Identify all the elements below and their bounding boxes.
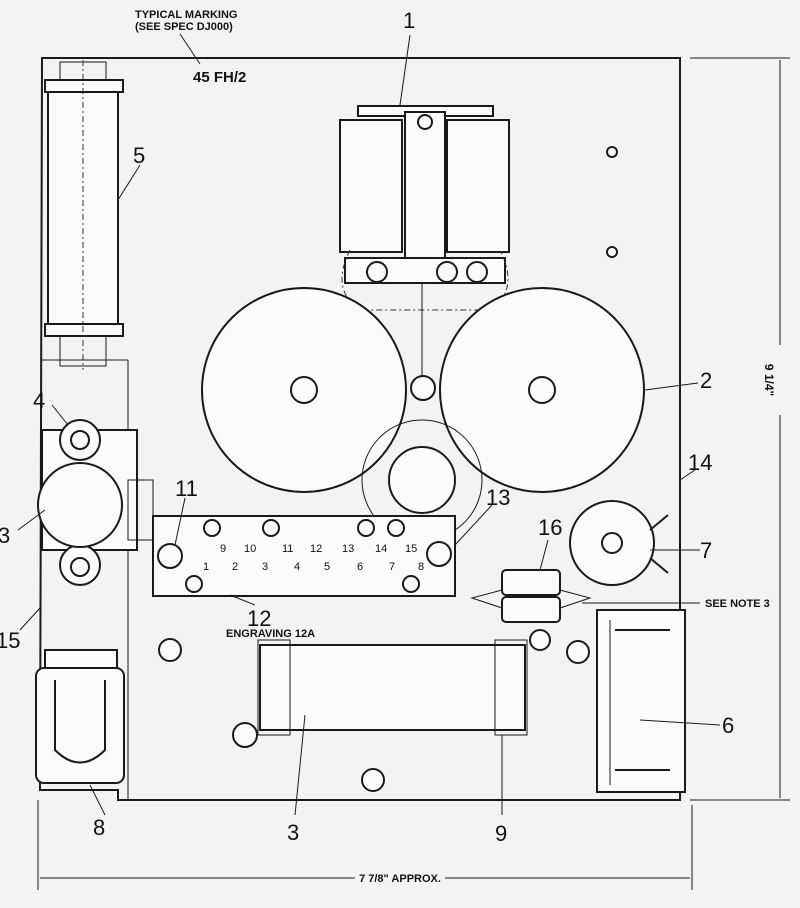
terminal-4: 4	[294, 561, 300, 573]
callout-8: 8	[93, 815, 105, 840]
terminal-9: 9	[220, 543, 226, 555]
callout-7: 7	[700, 538, 712, 563]
callout-2: 2	[700, 368, 712, 393]
width-dimension-label: 7 7/8" APPROX.	[359, 873, 441, 885]
callout-1: 1	[403, 8, 415, 33]
callout-9: 9	[495, 821, 507, 846]
terminal-12: 12	[310, 543, 322, 555]
terminal-1: 1	[203, 561, 209, 573]
component-1-relay	[339, 105, 510, 401]
terminal-6: 6	[357, 561, 363, 573]
component-2-discs	[201, 287, 645, 541]
component-16-capacitor	[470, 569, 592, 623]
marking-value: 45 FH/2	[193, 69, 246, 86]
terminal-3: 3	[262, 561, 268, 573]
terminal-10: 10	[244, 543, 256, 555]
callout-12: 12	[247, 606, 271, 631]
component-7-wheel	[569, 500, 669, 586]
mounting-keyholes	[158, 146, 618, 792]
component-5-tube	[44, 60, 124, 370]
terminal-8: 8	[418, 561, 424, 573]
typical-marking-note: TYPICAL MARKING	[135, 9, 237, 21]
callout-5: 5	[133, 143, 145, 168]
terminal-numbers: 9 10 11 12 13 14 15 1 2 3 4 5 6 7 8	[203, 543, 424, 573]
callout-4: 4	[33, 388, 45, 413]
see-spec-note: (SEE SPEC DJ000)	[135, 21, 233, 33]
terminal-5: 5	[324, 561, 330, 573]
terminal-7: 7	[389, 561, 395, 573]
engraving-note: ENGRAVING 12A	[226, 628, 315, 640]
see-note-3: SEE NOTE 3	[705, 598, 770, 610]
callout-numbers: 1 5 4 3 11 12 13 16 2 14 7 15 6 8 3 9	[0, 8, 734, 846]
callout-16: 16	[538, 515, 562, 540]
callout-13: 13	[486, 485, 510, 510]
height-dimension-label: 9 1/4"	[762, 364, 776, 396]
callout-14: 14	[688, 450, 712, 475]
terminal-strip-12	[152, 515, 456, 597]
component-6-block	[596, 609, 686, 793]
terminal-14: 14	[375, 543, 387, 555]
component-8-clip	[35, 649, 125, 784]
callout-3-bottom: 3	[287, 820, 299, 845]
callout-11: 11	[175, 476, 198, 501]
component-3-bottom-coil	[232, 629, 551, 748]
callout-3-left: 3	[0, 523, 10, 548]
terminal-15: 15	[405, 543, 417, 555]
terminal-13: 13	[342, 543, 354, 555]
callout-6: 6	[722, 713, 734, 738]
terminal-11: 11	[282, 543, 293, 555]
terminal-2: 2	[232, 561, 238, 573]
dimension-lines	[37, 57, 790, 890]
callout-15: 15	[0, 628, 20, 653]
component-3-4-cylinder	[37, 419, 154, 586]
leader-lines	[17, 34, 721, 816]
